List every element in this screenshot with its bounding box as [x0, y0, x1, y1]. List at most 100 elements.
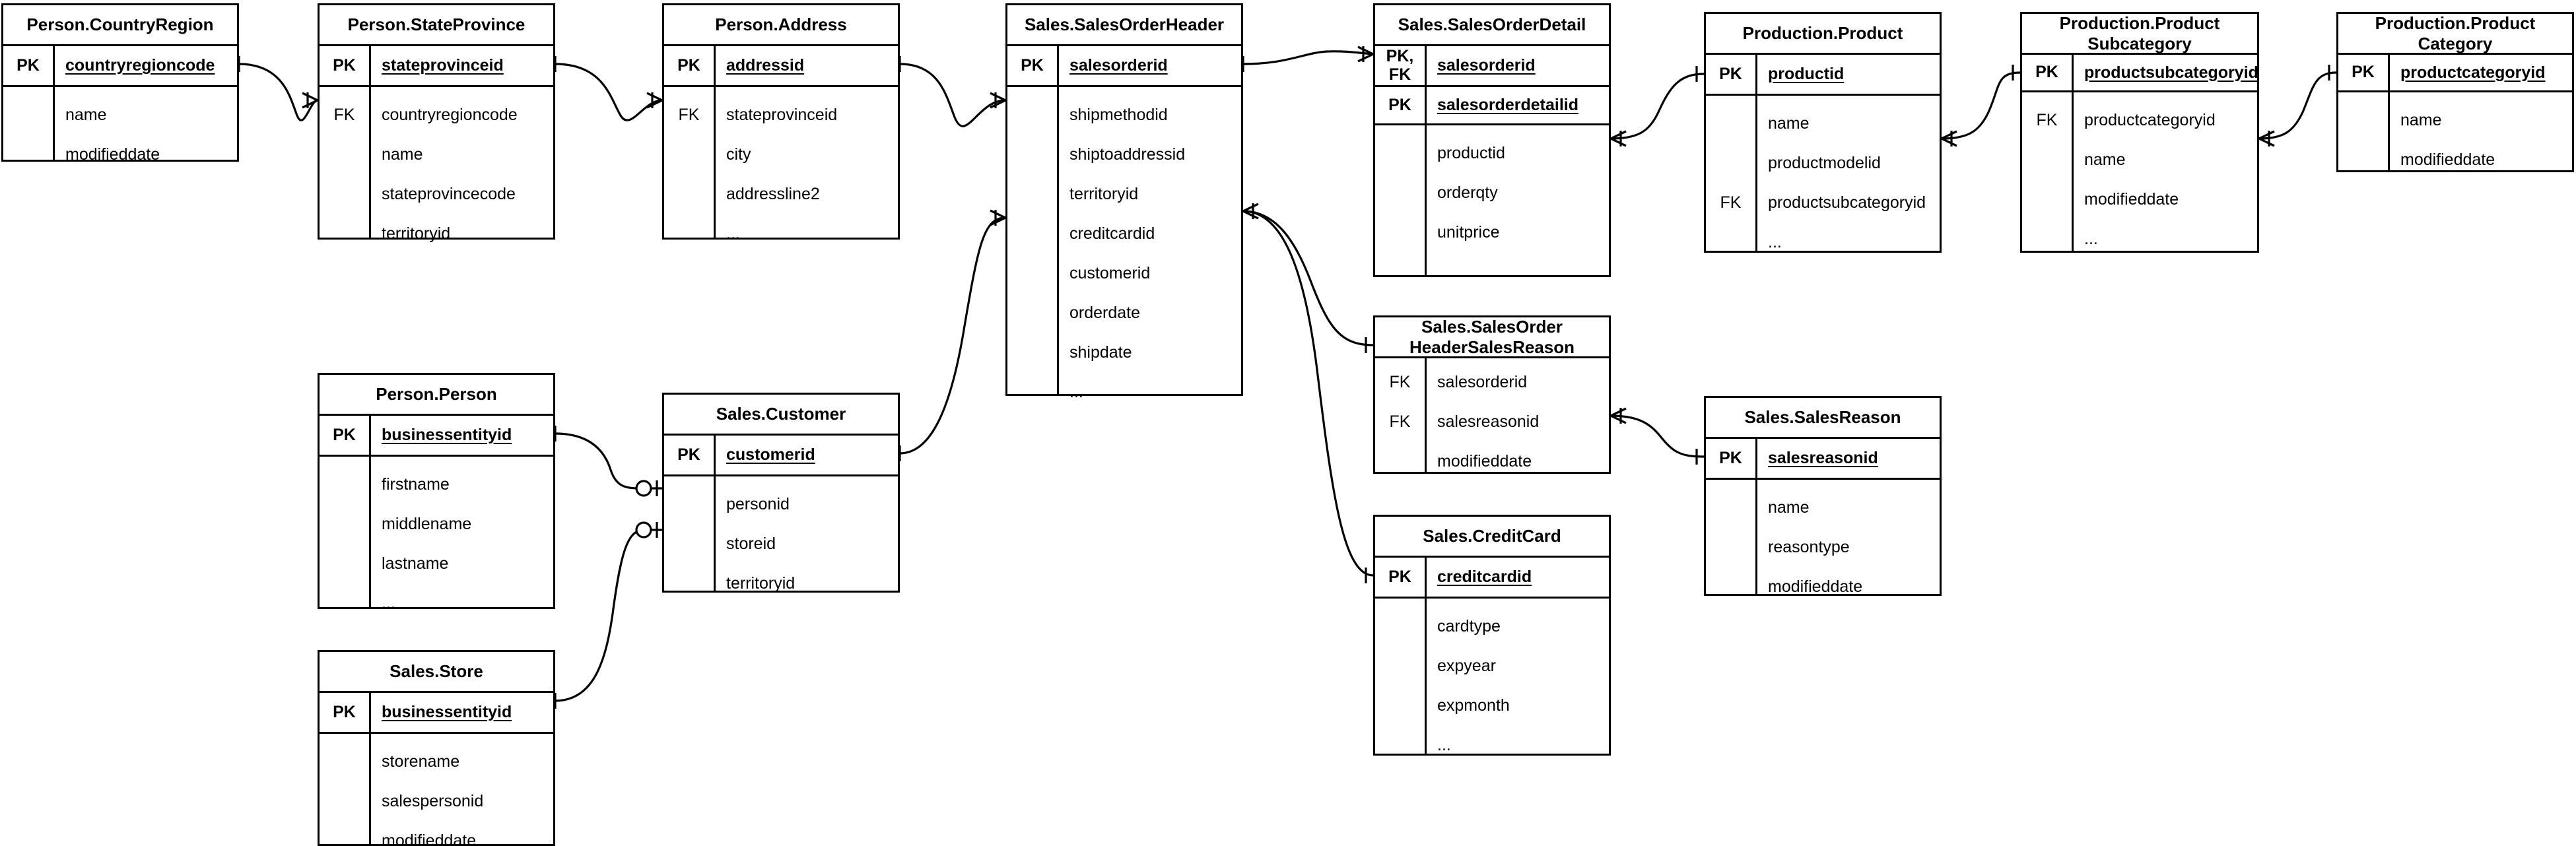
attribute-name: shipdate	[1069, 343, 1132, 362]
key-indicator: PK	[1706, 439, 1757, 478]
attribute-name: addressline2	[726, 185, 820, 203]
attribute-name: stateprovincecode	[382, 185, 516, 203]
entity-title: Sales.CreditCard	[1375, 517, 1609, 558]
key-column	[1375, 125, 1427, 276]
link-address-salesorderheader	[898, 56, 1006, 127]
attribute-name: firstname	[382, 475, 450, 494]
link-countryregion-stateprovince	[238, 56, 318, 121]
attribute-name: ...	[1437, 736, 1451, 754]
attribute-row-key: PK addressid	[664, 46, 898, 87]
attribute-name: salesreasonid	[1768, 449, 1878, 467]
entity-title: Sales.Customer	[664, 395, 898, 436]
attribute-name: countryregioncode	[382, 106, 518, 124]
attribute-name: storeid	[726, 535, 776, 553]
key-indicator: PK	[320, 416, 371, 455]
attribute-name: territoryid	[1069, 185, 1139, 203]
attribute-name: salesorderdetailid	[1437, 96, 1578, 114]
attribute-name: ...	[1069, 383, 1083, 401]
key-column	[1375, 599, 1427, 754]
attribute-name: productmodelid	[1768, 154, 1881, 172]
attribute-name: stateprovinceid	[726, 106, 838, 124]
name-column: personid storeid territoryid	[716, 476, 898, 593]
attribute-name: orderdate	[1069, 304, 1141, 322]
key-indicator: PK, FK	[1375, 46, 1427, 85]
attribute-name: modifieddate	[1768, 577, 1863, 596]
attribute-name: modifieddate	[1437, 452, 1532, 471]
attribute-name: ...	[382, 594, 395, 612]
attribute-name: territoryid	[382, 224, 451, 243]
attribute-name: modifieddate	[65, 145, 160, 164]
key-indicator: FK	[2036, 111, 2058, 129]
key-indicator: PK	[1007, 46, 1059, 85]
link-salesorderheader-salesorderdetail	[1242, 46, 1374, 72]
link-product-productsubcategory	[1941, 65, 2021, 147]
attribute-name: expmonth	[1437, 696, 1510, 715]
attribute-name: productsubcategoryid	[1768, 193, 1926, 212]
attribute-name: productcategoryid	[2400, 63, 2546, 82]
attribute-name: modifieddate	[2400, 150, 2495, 169]
attribute-name: name	[2084, 150, 2126, 169]
attribute-name: creditcardid	[1069, 224, 1155, 243]
key-indicator: PK	[320, 46, 371, 85]
key-indicator: PK	[3, 46, 55, 85]
attribute-name: shipmethodid	[1069, 106, 1168, 124]
attribute-name: addressid	[726, 56, 805, 75]
key-indicator: PK	[2022, 55, 2074, 90]
key-column: FK	[664, 87, 716, 238]
key-column	[3, 87, 55, 160]
key-indicator: PK	[664, 46, 716, 85]
link-ohsalesreason-salesreason	[1610, 407, 1705, 465]
link-salesorderheader-ohsalesreason	[1242, 203, 1374, 353]
key-column	[320, 734, 371, 846]
attribute-row-key: PK salesreasonid	[1706, 439, 1940, 480]
key-indicator: PK	[1375, 87, 1427, 123]
attribute-name: unitprice	[1437, 223, 1500, 242]
attribute-name: personid	[726, 495, 790, 513]
attribute-row-key: PK salesorderdetailid	[1375, 87, 1609, 125]
attribute-name: name	[382, 145, 423, 164]
attribute-name: creditcardid	[1437, 568, 1532, 586]
key-indicator: FK	[333, 106, 355, 124]
key-indicator: FK	[1720, 193, 1742, 212]
attribute-name: ...	[1437, 263, 1451, 281]
entity-title: Sales.SalesReason	[1706, 398, 1940, 439]
attribute-name: territoryid	[726, 574, 796, 593]
